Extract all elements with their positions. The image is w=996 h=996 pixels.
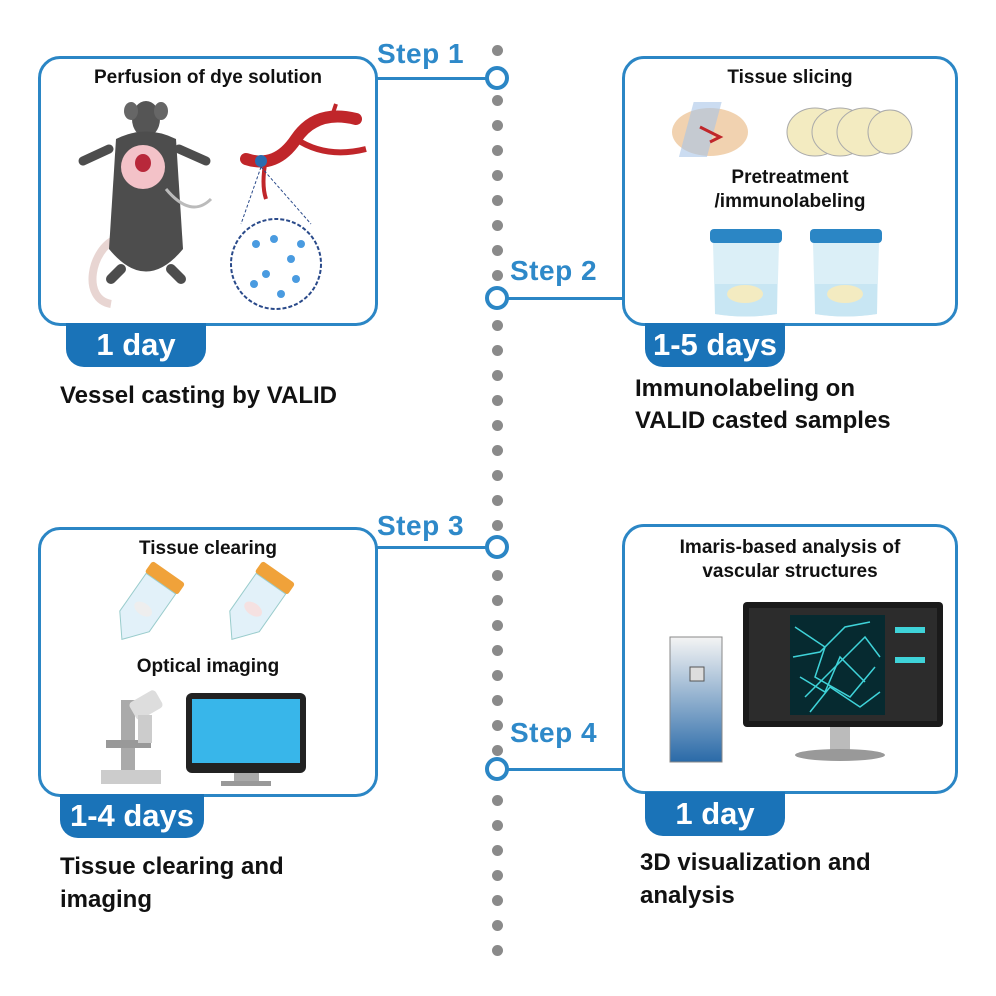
timeline-dot — [492, 895, 503, 906]
panel-immunolabeling: Tissue slicing Pretreatment /immunolabel… — [622, 56, 958, 326]
panel-clearing-caption-line1: Tissue clearing and — [60, 853, 284, 880]
step-2-connector — [505, 297, 623, 300]
vessel-illustration — [230, 103, 367, 310]
tissue-slicing-illustration — [672, 102, 913, 157]
panel-analysis: Imaris-based analysis of vascular struct… — [622, 524, 958, 794]
step-3-connector — [375, 546, 490, 549]
timeline-dot — [492, 345, 503, 356]
timeline-dot — [492, 370, 503, 381]
panel-immunolabeling-duration-badge: 1-5 days — [645, 323, 785, 367]
timeline-dot — [492, 445, 503, 456]
timeline-dot — [492, 870, 503, 881]
timeline-dot — [492, 145, 503, 156]
panel-clearing: Tissue clearing Optical imaging — [38, 527, 378, 797]
clearing-tubes-illustration — [119, 561, 295, 641]
timeline-dot — [492, 945, 503, 956]
panel-clearing-title-b: Optical imaging — [136, 656, 280, 677]
step-4-connector — [505, 768, 623, 771]
panel-clearing-title-a: Tissue clearing — [139, 538, 277, 559]
panel-analysis-duration-badge: 1 day — [645, 792, 785, 836]
panel-clearing-caption-line2: imaging — [60, 886, 153, 913]
timeline-dot — [492, 220, 503, 231]
timeline-dot — [492, 195, 503, 206]
sample-jars-illustration — [710, 229, 882, 317]
panel-immunolabeling-title-a: Tissue slicing — [727, 67, 853, 88]
timeline-dot — [492, 420, 503, 431]
panel-clearing-duration-badge: 1-4 days — [60, 794, 204, 838]
step-2-label: Step 2 — [510, 255, 598, 286]
step-4-node — [485, 757, 509, 781]
step-1-connector — [375, 77, 490, 80]
timeline-dot — [492, 695, 503, 706]
timeline-dot — [492, 520, 503, 531]
timeline-dot — [492, 570, 503, 581]
timeline-dot — [492, 845, 503, 856]
timeline-dot — [492, 620, 503, 631]
step-3-label: Step 3 — [377, 510, 465, 541]
step-1-label: Step 1 — [377, 38, 465, 69]
panel-analysis-title-line1: Imaris-based analysis of — [679, 537, 901, 558]
panel-immunolabeling-title-b-line1: Pretreatment — [731, 167, 849, 188]
step-3-node — [485, 535, 509, 559]
step-4-label: Step 4 — [510, 717, 598, 748]
timeline-dot — [492, 595, 503, 606]
step-2-node — [485, 286, 509, 310]
panel-analysis-caption-line2: analysis — [640, 882, 735, 909]
timeline-dot — [492, 495, 503, 506]
timeline-dot — [492, 470, 503, 481]
workstation-illustration — [669, 602, 943, 763]
timeline-dot — [492, 270, 503, 281]
timeline-dot — [492, 645, 503, 656]
panel-perfusion-duration-badge: 1 day — [66, 323, 206, 367]
panel-perfusion-caption: Vessel casting by VALID — [60, 382, 337, 409]
timeline-dot — [492, 670, 503, 681]
timeline-dot — [492, 920, 503, 931]
step-1-node — [485, 66, 509, 90]
panel-analysis-title-line2: vascular structures — [702, 561, 878, 582]
panel-immunolabeling-title-b-line2: /immunolabeling — [714, 191, 866, 212]
timeline-dot — [492, 320, 503, 331]
timeline-dot — [492, 820, 503, 831]
panel-perfusion-title: Perfusion of dye solution — [93, 67, 322, 88]
timeline-dot — [492, 720, 503, 731]
timeline-dot — [492, 120, 503, 131]
timeline-dot — [492, 395, 503, 406]
panel-immunolabeling-caption-line2: VALID casted samples — [635, 407, 891, 434]
panel-immunolabeling-caption-line1: Immunolabeling on — [635, 375, 855, 402]
panel-perfusion: Perfusion of dye solution — [38, 56, 378, 326]
timeline-dot — [492, 170, 503, 181]
timeline-dot — [492, 95, 503, 106]
timeline-dot — [492, 745, 503, 756]
panel-analysis-caption-line1: 3D visualization and — [640, 849, 871, 876]
timeline-dot — [492, 245, 503, 256]
timeline-dot — [492, 45, 503, 56]
timeline-dot — [492, 795, 503, 806]
mouse-illustration — [78, 101, 213, 308]
microscope-and-monitor-illustration — [101, 690, 306, 786]
